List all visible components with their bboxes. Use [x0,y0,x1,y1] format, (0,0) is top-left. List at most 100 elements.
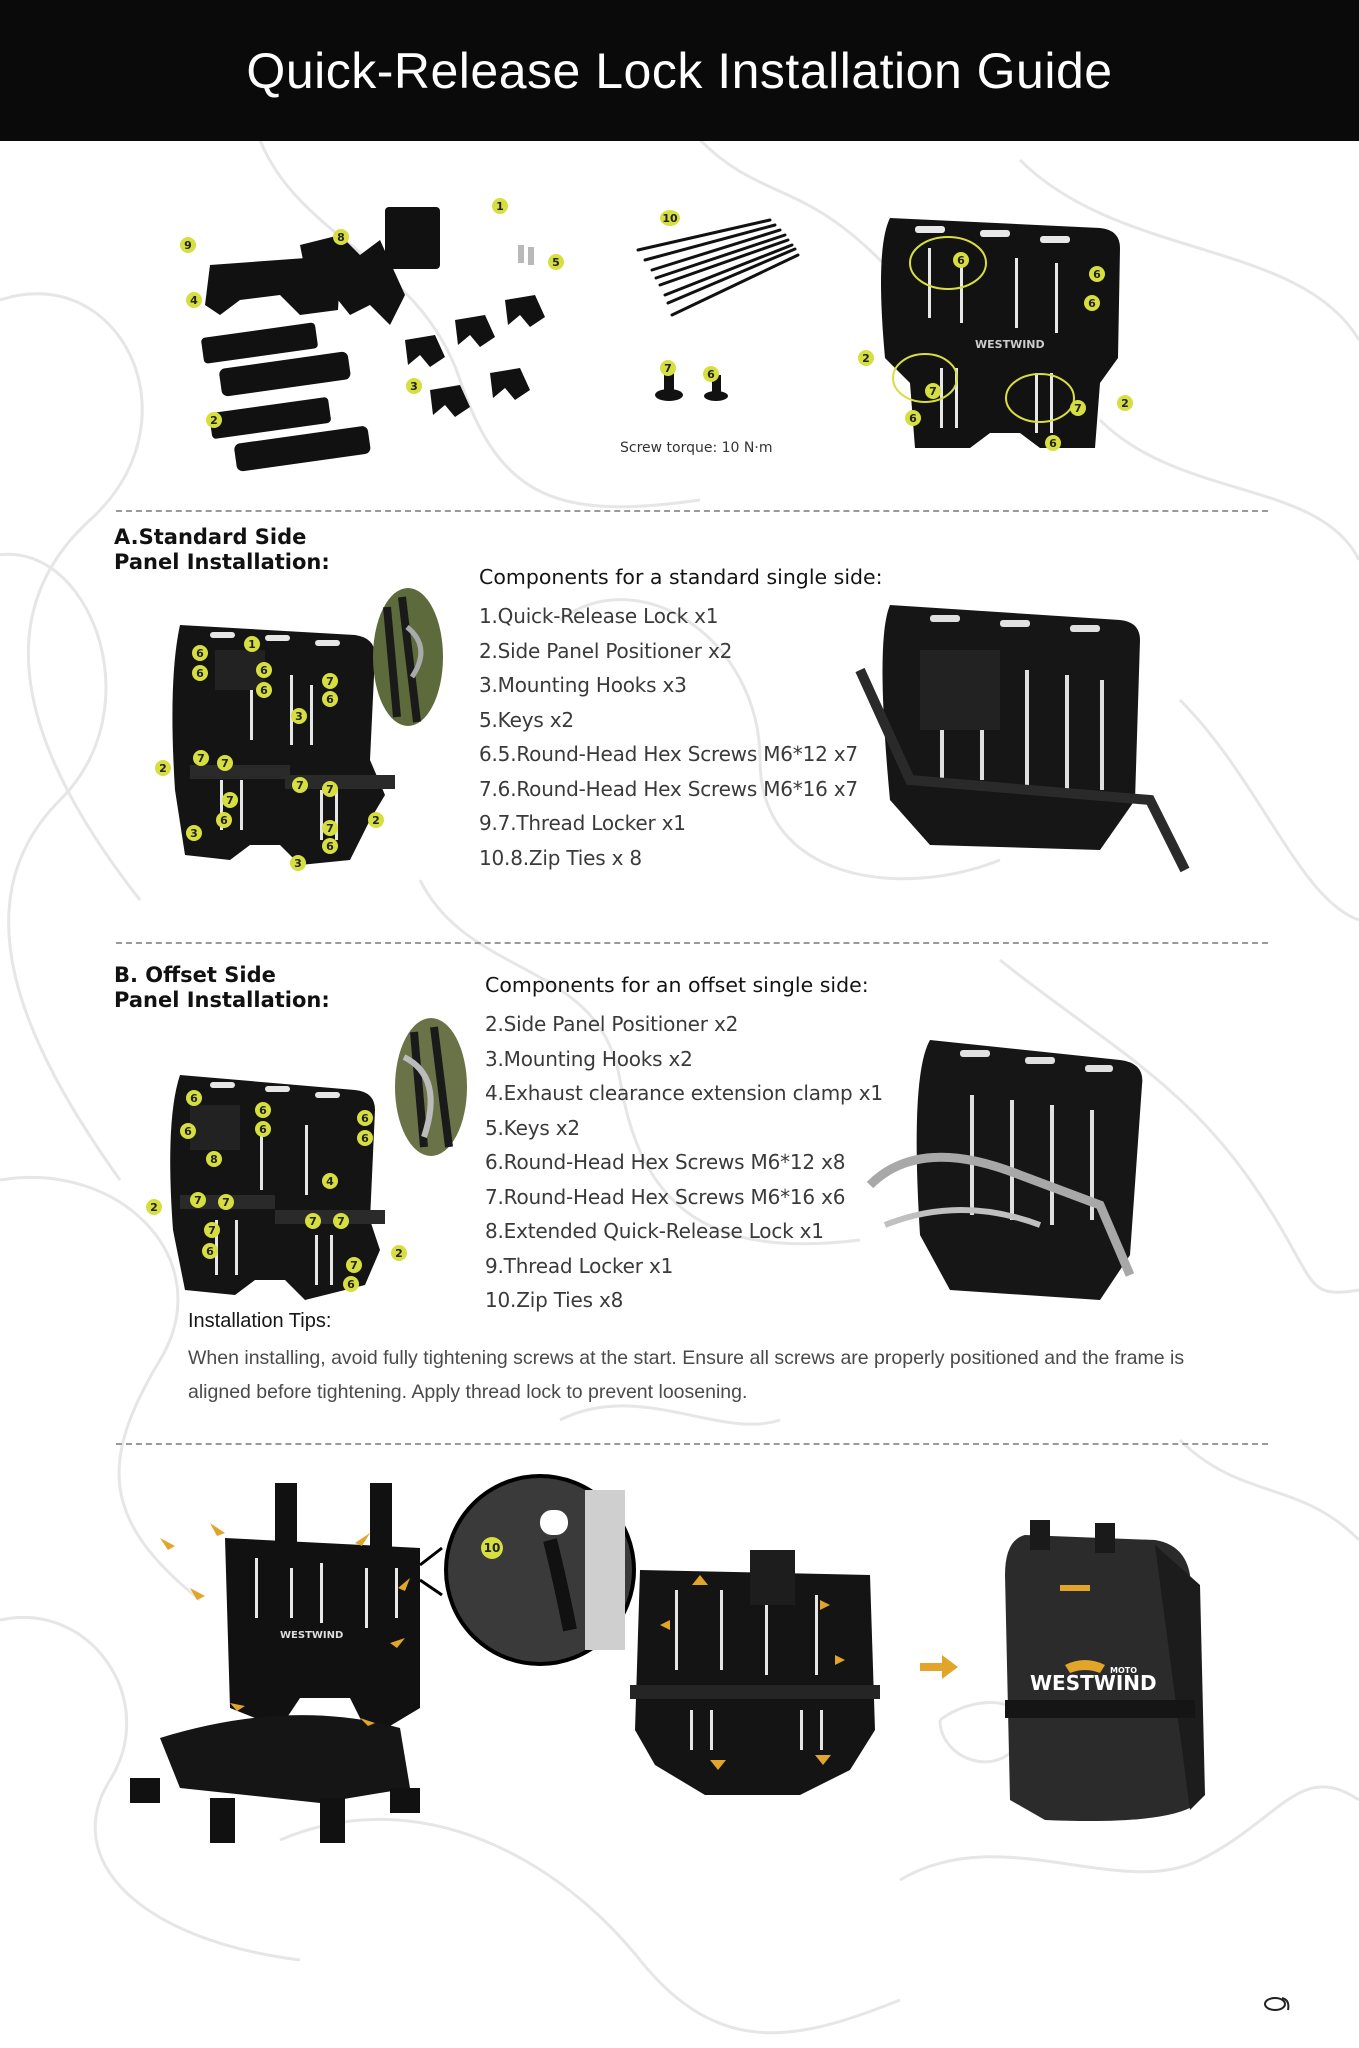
a-label-6: 6 [216,812,232,828]
pannier-bag-photo: WESTWIND MOTO [1005,1520,1205,1821]
page-mark [1262,1992,1298,2021]
component-item: 3.Mounting Hooks x2 [485,1046,693,1071]
a-label-7: 7 [217,755,233,771]
standard-mounted-photo [855,605,1190,873]
plate-label-6: 6 [1089,266,1105,282]
component-item: 3.Mounting Hooks x3 [479,673,687,697]
b-label-6: 6 [186,1090,202,1106]
a-label-3: 3 [291,708,307,724]
b-label-6: 6 [343,1276,359,1292]
b-label-6: 6 [357,1130,373,1146]
component-item: 8.Extended Quick-Release Lock x1 [485,1219,824,1243]
b-label-6: 6 [202,1243,218,1259]
a-label-1: 1 [244,636,260,652]
part-label-4: 4 [186,292,202,308]
component-item: 9.7.Thread Locker x1 [479,811,686,835]
b-label-7: 7 [218,1194,234,1210]
b-label-6: 6 [255,1102,271,1118]
section-a-title: A.Standard Side Panel Installation: [114,525,330,574]
component-item: 5.Keys x2 [479,707,574,732]
svg-text:WESTWIND: WESTWIND [975,338,1045,351]
a-label-7: 7 [322,820,338,836]
plate-adjust-photo [630,1550,880,1795]
tips-title: Installation Tips: [188,1310,332,1332]
plate-label-6: 6 [1045,435,1061,451]
zip-tie-label-10: 10 [481,1537,503,1559]
zip-ties-and-screws-photo [636,218,800,401]
component-item: 7.6.Round-Head Hex Screws M6*16 x7 [479,776,858,801]
tips-body: When installing, avoid fully tightening … [188,1347,1185,1403]
a-label-2: 2 [155,760,171,776]
b-label-7: 7 [346,1257,362,1273]
section-divider [116,510,1268,512]
standard-mount-inset-photo [373,588,443,726]
component-item: 2.Side Panel Positioner x2 [485,1012,739,1036]
a-label-7: 7 [322,673,338,689]
plate-label-2: 2 [858,350,874,366]
a-label-6: 6 [256,682,272,698]
part-label-1: 1 [492,198,508,214]
section-a-components: Components for a standard single side: 1… [479,565,883,875]
section-b-title: B. Offset Side Panel Installation: [114,963,330,1012]
a-label-6: 6 [256,662,272,678]
svg-text:MOTO: MOTO [1110,1666,1137,1675]
part-label-10: 10 [660,210,680,226]
b-label-7: 7 [204,1222,220,1238]
part-label-5: 5 [548,254,564,270]
a-label-6: 6 [192,665,208,681]
b-label-6: 6 [255,1121,271,1137]
part-label-8: 8 [333,229,349,245]
plate-label-7: 7 [925,383,941,399]
zip-tie-zoom-callout [419,1474,636,1666]
part-label-3: 3 [406,378,422,394]
svg-text:WESTWIND: WESTWIND [280,1630,343,1641]
plate-label-6: 6 [905,410,921,426]
offset-plate-diagram [170,1075,385,1300]
page-title: Quick-Release Lock Installation Guide [246,42,1113,99]
a-label-2: 2 [368,812,384,828]
b-label-2: 2 [391,1245,407,1261]
offset-mount-inset-photo [395,1018,467,1156]
component-item: 1.Quick-Release Lock x1 [479,604,719,628]
component-item: 2.Side Panel Positioner x2 [479,638,733,663]
a-label-7: 7 [292,777,308,793]
section-divider [116,942,1268,944]
svg-text:WESTWIND: WESTWIND [1030,1671,1157,1695]
component-item: 4.Exhaust clearance extension clamp x1 [485,1081,883,1105]
b-label-2: 2 [146,1199,162,1215]
b-label-7: 7 [333,1213,349,1229]
a-label-7: 7 [193,750,209,766]
components-heading: Components for an offset single side: [485,973,869,997]
part-label-2: 2 [206,412,222,428]
parts-photo [201,207,545,472]
part-label-7: 7 [660,360,676,376]
part-label-9: 9 [180,237,196,253]
component-item: 10.Zip Ties x8 [485,1288,624,1312]
a-label-3: 3 [290,855,306,871]
page-mark-icon [1264,1997,1290,2011]
b-label-7: 7 [190,1192,206,1208]
a-label-7: 7 [222,792,238,808]
a-label-7: 7 [322,781,338,797]
component-item: 7.Round-Head Hex Screws M6*16 x6 [485,1184,846,1209]
part-label-6: 6 [703,366,719,382]
component-item: 6.5.Round-Head Hex Screws M6*12 x7 [479,742,858,766]
installation-tips: Installation Tips: When installing, avoi… [188,1310,1198,1409]
component-item: 5.Keys x2 [485,1115,580,1140]
a-label-6: 6 [322,838,338,854]
offset-mounted-photo [866,1040,1143,1300]
b-label-8: 8 [206,1151,222,1167]
component-item: 9.Thread Locker x1 [485,1253,674,1278]
b-label-6: 6 [357,1110,373,1126]
plate-label-7: 7 [1070,400,1086,416]
arrow-right-icon [920,1655,958,1679]
page-header: Quick-Release Lock Installation Guide [0,0,1359,141]
section-b-components: Components for an offset single side: 2.… [485,973,883,1318]
section-divider [116,1443,1268,1445]
components-heading: Components for a standard single side: [479,565,883,589]
component-item: 10.8.Zip Ties x 8 [479,845,642,870]
b-label-6: 6 [180,1123,196,1139]
plate-label-2: 2 [1117,395,1133,411]
a-label-6: 6 [192,645,208,661]
